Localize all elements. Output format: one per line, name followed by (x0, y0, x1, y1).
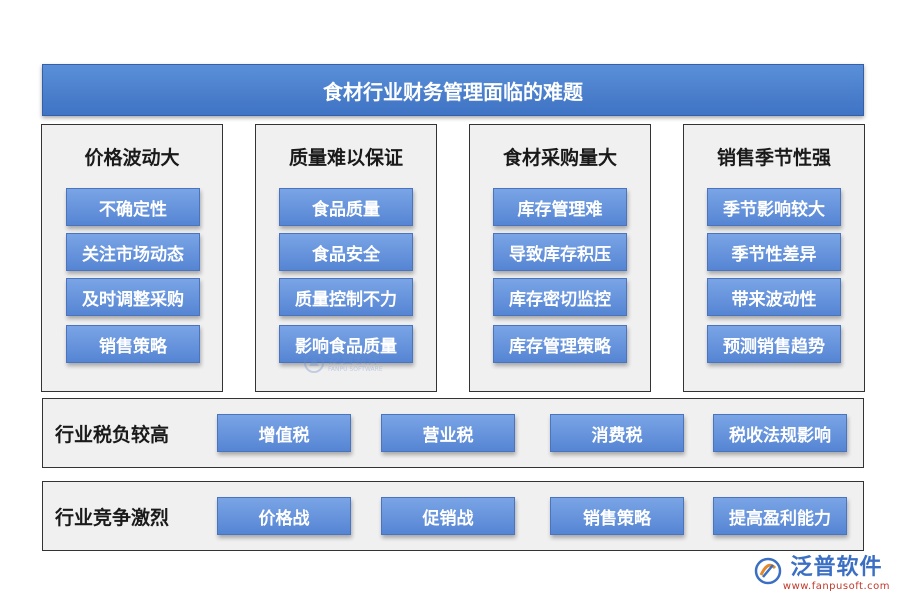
watermark-name: 泛普软件 (328, 351, 381, 367)
row-competition: 行业竞争激烈 价格战 促销战 销售策略 提高盈利能力 (42, 481, 864, 551)
panel-title: 销售季节性强 (716, 147, 831, 169)
item-box: 库存管理难 (493, 188, 627, 226)
item-box: 及时调整采购 (66, 278, 200, 316)
fanpu-watermark-icon (304, 353, 324, 373)
item-box: 促销战 (381, 497, 515, 535)
item-box: 价格战 (217, 497, 351, 535)
watermark-sub: FANPU SOFTWARE (328, 365, 383, 373)
panel-title: 食材采购量大 (502, 147, 617, 169)
panel-seasonality: 销售季节性强 季节影响较大 季节性差异 带来波动性 预测销售趋势 (683, 124, 865, 392)
item-box: 季节性差异 (707, 233, 841, 271)
panel-procurement: 食材采购量大 库存管理难 导致库存积压 库存密切监控 库存管理策略 (469, 124, 651, 392)
panel-title: 质量难以保证 (288, 147, 403, 169)
logo-name: 泛普软件 (790, 555, 883, 580)
item-box: 关注市场动态 (66, 233, 200, 271)
item-box: 预测销售趋势 (707, 325, 841, 363)
item-box: 销售策略 (550, 497, 684, 535)
item-box: 税收法规影响 (713, 414, 847, 452)
row-label: 行业竞争激烈 (55, 506, 170, 529)
watermark: 泛普软件 FANPU SOFTWARE (303, 352, 383, 374)
item-box: 提高盈利能力 (713, 497, 847, 535)
item-box: 导致库存积压 (493, 233, 627, 271)
item-box: 食品质量 (279, 188, 413, 226)
diagram-title: 食材行业财务管理面临的难题 (42, 64, 864, 116)
row-tax-burden: 行业税负较高 增值税 营业税 消费税 税收法规影响 (42, 398, 864, 468)
panel-title: 价格波动大 (84, 147, 180, 169)
item-box: 销售策略 (66, 325, 200, 363)
item-box: 质量控制不力 (279, 278, 413, 316)
item-box: 带来波动性 (707, 278, 841, 316)
row-label: 行业税负较高 (55, 423, 170, 446)
item-box: 影响食品质量 (279, 325, 413, 363)
item-box: 库存密切监控 (493, 278, 627, 316)
item-box: 不确定性 (66, 188, 200, 226)
item-box: 消费税 (550, 414, 684, 452)
panel-quality: 质量难以保证 食品质量 食品安全 质量控制不力 影响食品质量 (255, 124, 437, 392)
item-box: 营业税 (381, 414, 515, 452)
item-box: 库存管理策略 (493, 325, 627, 363)
logo-url: www.fanpusoft.com (782, 581, 890, 592)
panel-price-volatility: 价格波动大 不确定性 关注市场动态 及时调整采购 销售策略 (41, 124, 223, 392)
brand-logo: 泛普软件 www.fanpusoft.com (753, 549, 890, 592)
fanpu-logo-icon (754, 557, 782, 584)
item-box: 增值税 (217, 414, 351, 452)
item-box: 食品安全 (279, 233, 413, 271)
item-box: 季节影响较大 (707, 188, 841, 226)
